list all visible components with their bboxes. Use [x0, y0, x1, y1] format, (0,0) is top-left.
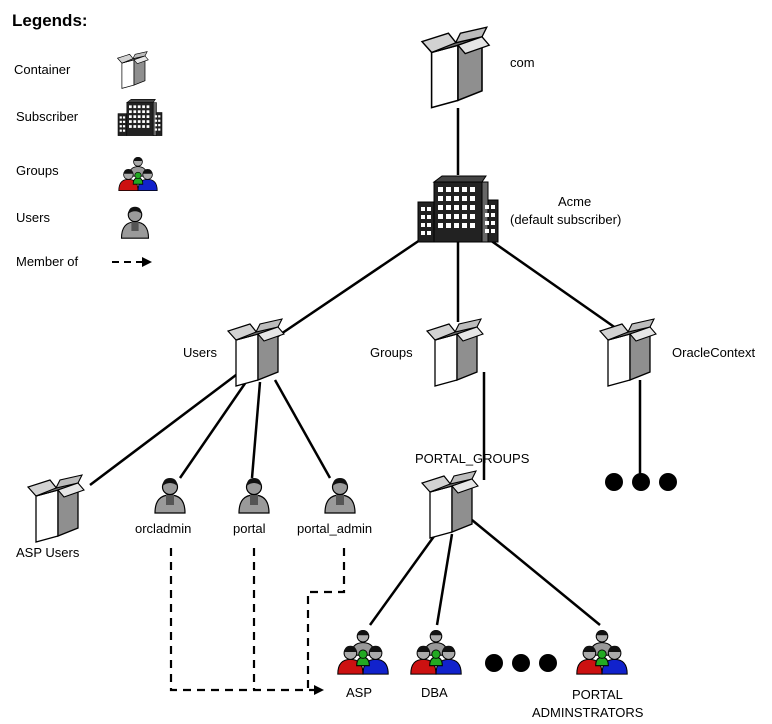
node-asp-group	[337, 629, 389, 675]
label-portal-groups: PORTAL_GROUPS	[415, 451, 530, 466]
more-dots-groups	[485, 654, 557, 672]
user-icon	[120, 206, 150, 239]
label-users: Users	[183, 345, 217, 360]
label-acme-line1: Acme	[558, 194, 591, 209]
node-com-container	[421, 26, 490, 109]
legend-label-container: Container	[14, 62, 71, 77]
member-of-arrows	[169, 548, 346, 695]
container-icon	[117, 51, 149, 89]
legend: Legends: Container Subscriber Groups Use…	[12, 11, 163, 269]
legend-label-member-of: Member of	[16, 254, 79, 269]
edge-users-portal	[250, 381, 262, 479]
legend-label-subscriber: Subscriber	[16, 109, 79, 124]
edge-users-orcladmin	[178, 381, 248, 479]
node-users-container	[227, 318, 285, 387]
node-orcladmin-user	[154, 477, 186, 514]
label-asp: ASP	[346, 685, 372, 700]
label-portal: portal	[233, 521, 266, 536]
label-portal-admins-line1: PORTAL	[572, 687, 623, 702]
edge-portalgroups-dba	[435, 533, 454, 626]
node-oraclecontext-container	[599, 318, 657, 387]
node-portal-user	[238, 477, 270, 514]
edge-users-aspusers	[89, 371, 241, 486]
member-of-orcladmin-asp	[169, 548, 324, 695]
legend-title: Legends:	[12, 11, 88, 30]
legend-label-groups: Groups	[16, 163, 59, 178]
label-asp-users: ASP Users	[16, 545, 80, 560]
node-asp-users-container	[27, 474, 85, 543]
node-dba-group	[410, 629, 462, 675]
edge-acme-users	[274, 238, 421, 340]
groups-icon	[118, 156, 158, 192]
label-acme-line2: (default subscriber)	[510, 212, 621, 227]
edge-portalgroups-asp	[368, 527, 442, 626]
label-dba: DBA	[421, 685, 448, 700]
label-orcladmin: orcladmin	[135, 521, 191, 536]
more-dots-oraclecontext	[605, 473, 677, 491]
subscriber-icon	[117, 99, 163, 136]
label-portal-admins-line2: ADMINSTRATORS	[532, 705, 644, 720]
label-groups: Groups	[370, 345, 413, 360]
label-portal-admin: portal_admin	[297, 521, 372, 536]
member-of-portaladmin-asp	[306, 548, 346, 690]
node-portal-administrators-group	[576, 629, 628, 675]
tree-connectors	[89, 108, 642, 626]
label-com: com	[510, 55, 535, 70]
edge-users-portaladmin	[273, 379, 332, 479]
node-acme-subscriber	[417, 175, 499, 243]
node-portal-admin-user	[324, 477, 356, 514]
label-oraclecontext: OracleContext	[672, 345, 755, 360]
node-groups-container	[426, 318, 484, 387]
edge-acme-oraclecontext	[489, 238, 631, 340]
edge-portalgroups-admins	[471, 519, 601, 626]
node-portal-groups-container	[421, 470, 479, 539]
legend-label-users: Users	[16, 210, 50, 225]
